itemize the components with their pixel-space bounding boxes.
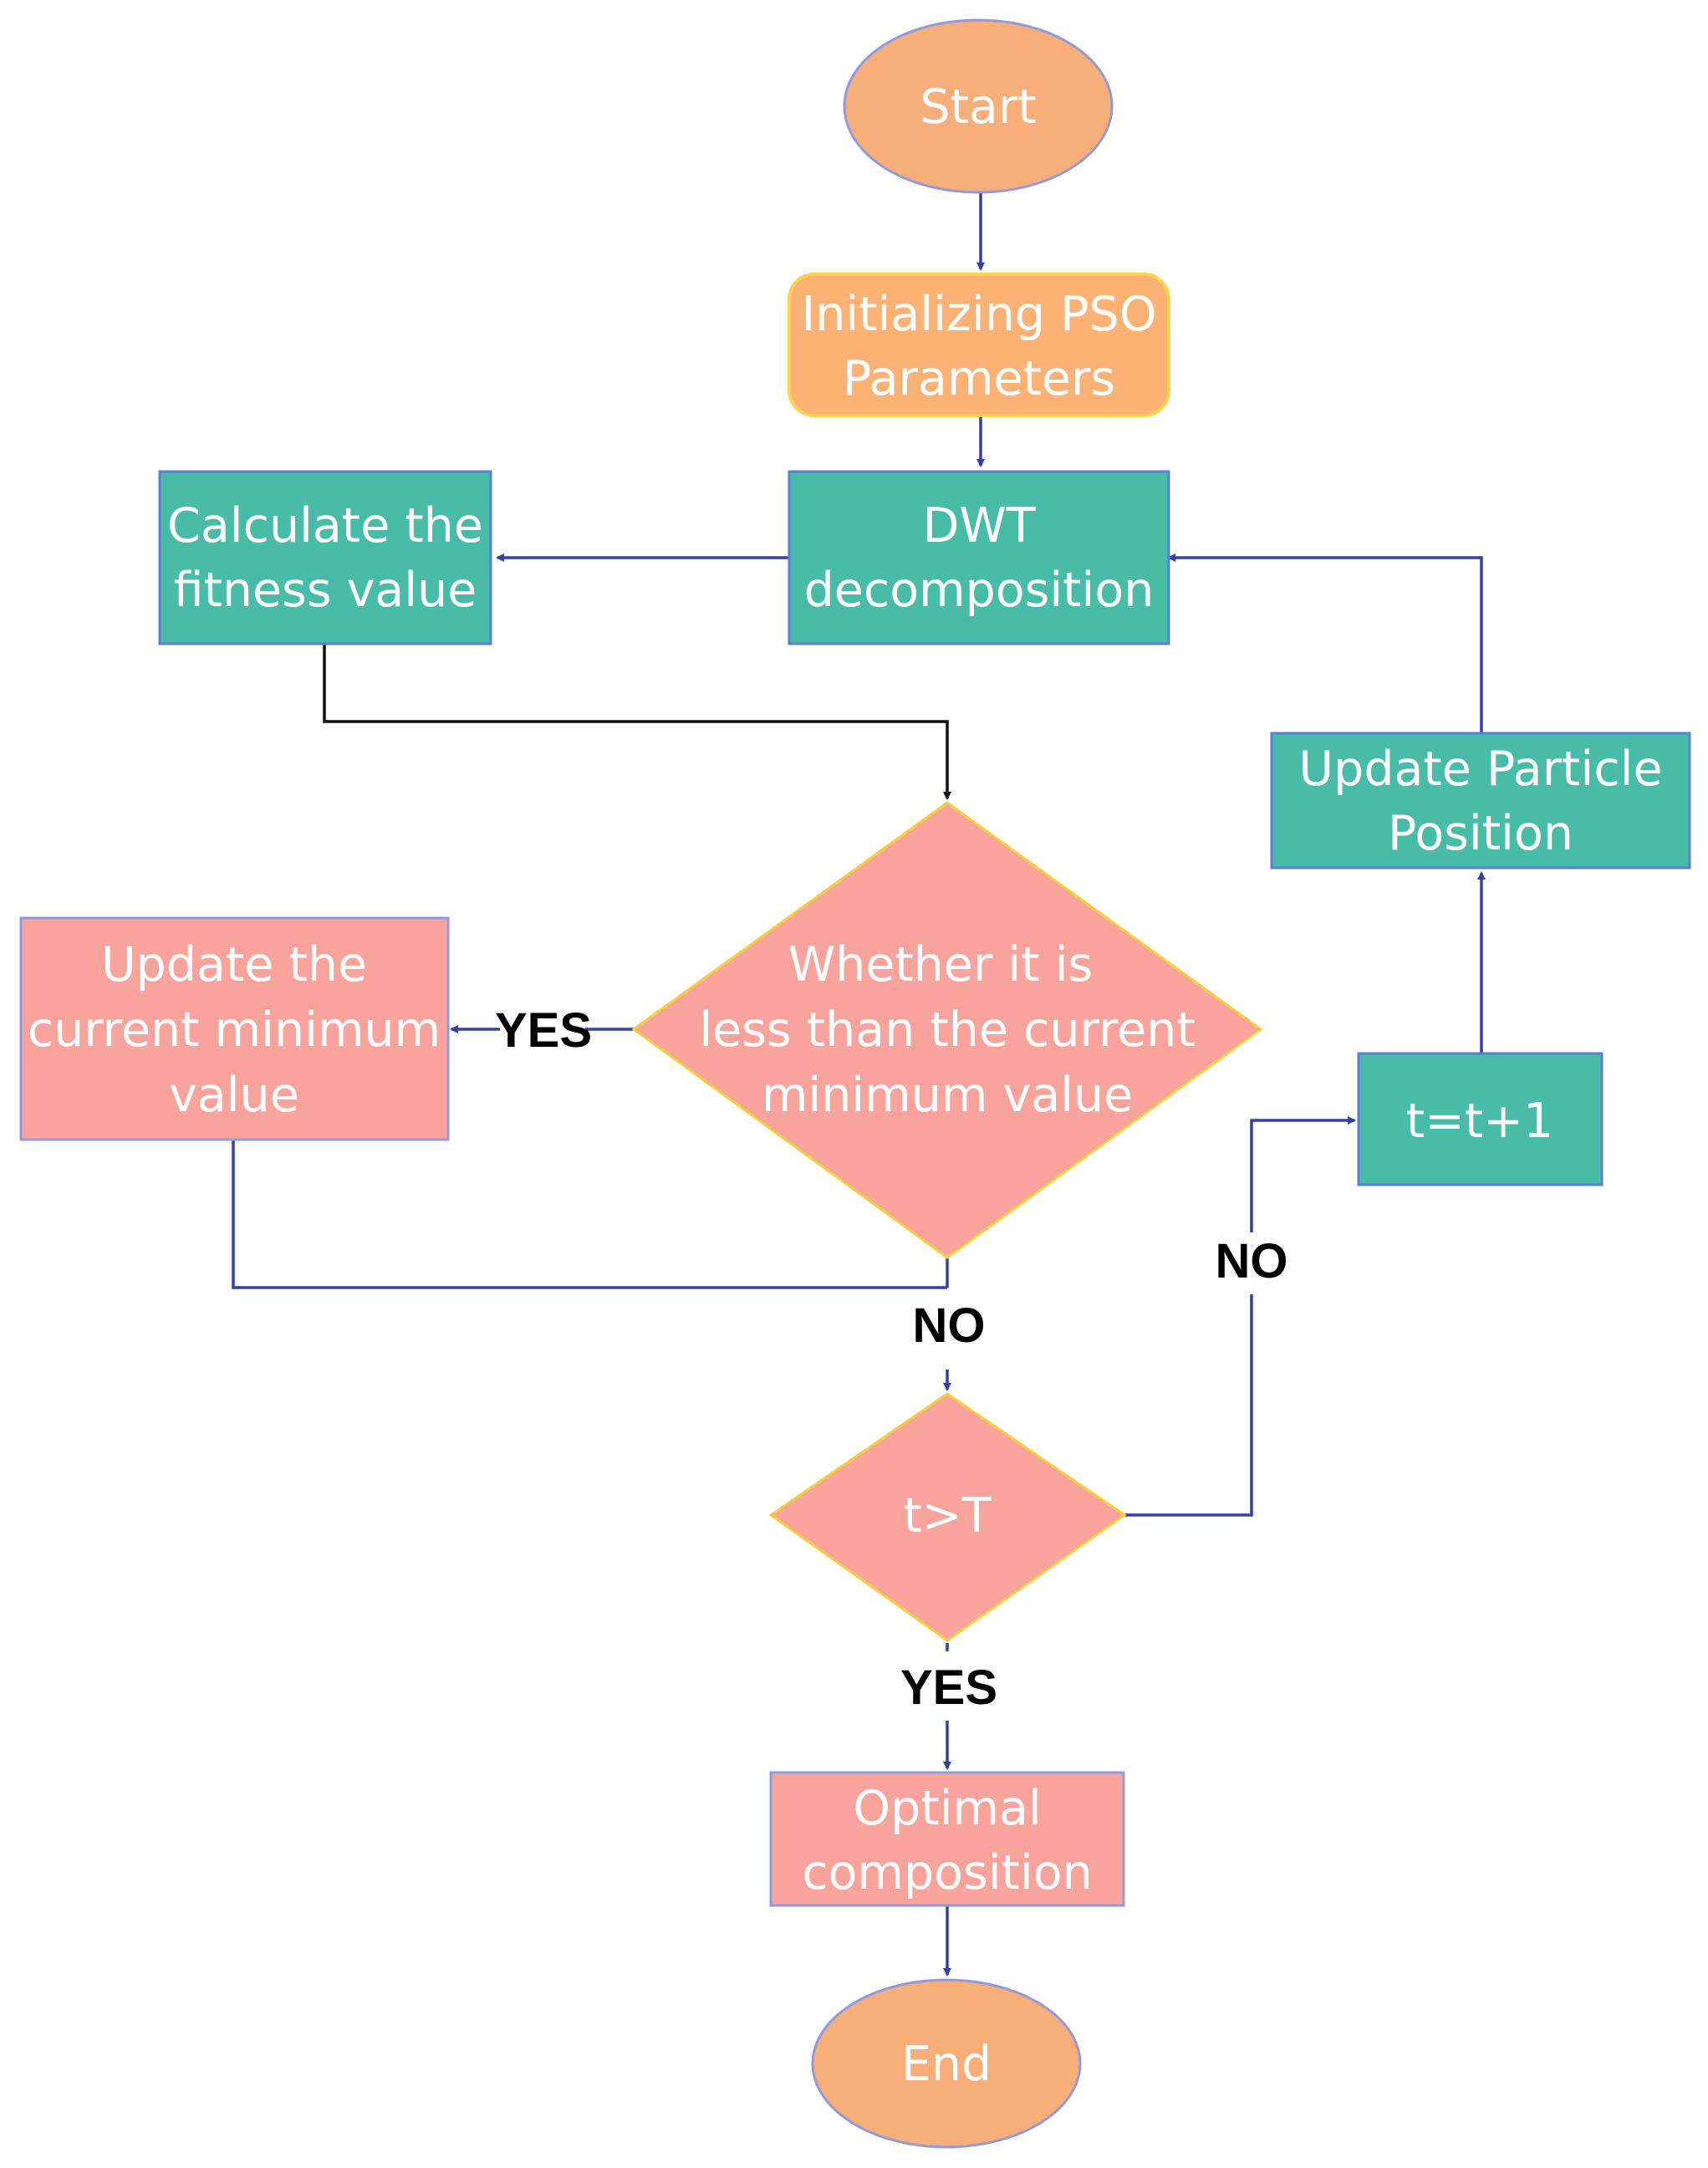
increment-node: t=t+1 — [1357, 1052, 1603, 1186]
optimal-label-line1: Optimal — [853, 1781, 1042, 1836]
fitness-label-line1: Calculate the — [167, 498, 483, 553]
decision-t-node: t>T — [768, 1392, 1127, 1642]
start-label: Start — [920, 79, 1036, 135]
update-min-shape — [19, 916, 450, 1141]
edge-update-particle-to-dwt — [1167, 553, 1483, 733]
start-shape — [843, 18, 1114, 194]
update-min-label-line2: current minimum — [28, 1002, 441, 1058]
yes-label-update-min: YES — [495, 1003, 592, 1058]
fitness-shape — [158, 470, 492, 645]
yes-label-optimal: YES — [900, 1660, 997, 1715]
dwt-label-line1: DWT — [922, 498, 1035, 553]
edges — [232, 192, 1486, 1977]
init-params-shape — [788, 273, 1170, 417]
edge-update-min-to-merge — [232, 1140, 947, 1289]
update-particle-label-line2: Position — [1388, 806, 1573, 861]
update-particle-label-line1: Update Particle — [1298, 742, 1662, 797]
dwt-node: DWT decomposition — [788, 470, 1170, 645]
fitness-label-line2: fitness value — [174, 563, 477, 618]
optimal-node: Optimal composition — [769, 1771, 1125, 1907]
decision-min-node: Whether it is less than the current mini… — [631, 801, 1263, 1259]
dwt-shape — [788, 470, 1170, 645]
end-shape — [811, 1978, 1082, 2149]
optimal-shape — [769, 1771, 1125, 1907]
decision-min-shape — [631, 801, 1263, 1259]
update-min-node: Update the current minimum value — [19, 916, 450, 1141]
update-particle-shape — [1270, 732, 1691, 870]
increment-shape — [1357, 1052, 1603, 1186]
decision-min-label-line3: minimum value — [762, 1068, 1133, 1123]
dwt-label-line2: decomposition — [804, 563, 1155, 618]
update-particle-node: Update Particle Position — [1270, 732, 1691, 870]
decision-t-shape — [768, 1392, 1127, 1642]
start-node: Start — [843, 18, 1114, 194]
init-params-label-line2: Parameters — [843, 351, 1115, 406]
fitness-node: Calculate the fitness value — [158, 470, 492, 645]
edge-t-check-no-up — [1124, 1294, 1253, 1517]
edge-no-to-increment — [1250, 1116, 1356, 1232]
update-min-label-line1: Update the — [101, 937, 367, 992]
decision-min-label-line2: less than the current — [699, 1002, 1195, 1058]
update-min-label-line3: value — [169, 1068, 299, 1123]
decision-min-label-line1: Whether it is — [788, 937, 1094, 992]
decision-t-label: t>T — [904, 1488, 992, 1543]
no-label-t-check: NO — [913, 1298, 986, 1353]
init-params-node: Initializing PSO Parameters — [788, 273, 1170, 417]
increment-label: t=t+1 — [1406, 1094, 1553, 1149]
edge-fitness-to-decision — [323, 645, 951, 800]
optimal-label-line2: composition — [802, 1845, 1093, 1900]
end-label: End — [901, 2037, 992, 2092]
init-params-label-line1: Initializing PSO — [801, 287, 1156, 342]
no-label-increment: NO — [1216, 1234, 1288, 1288]
end-node: End — [811, 1978, 1082, 2149]
